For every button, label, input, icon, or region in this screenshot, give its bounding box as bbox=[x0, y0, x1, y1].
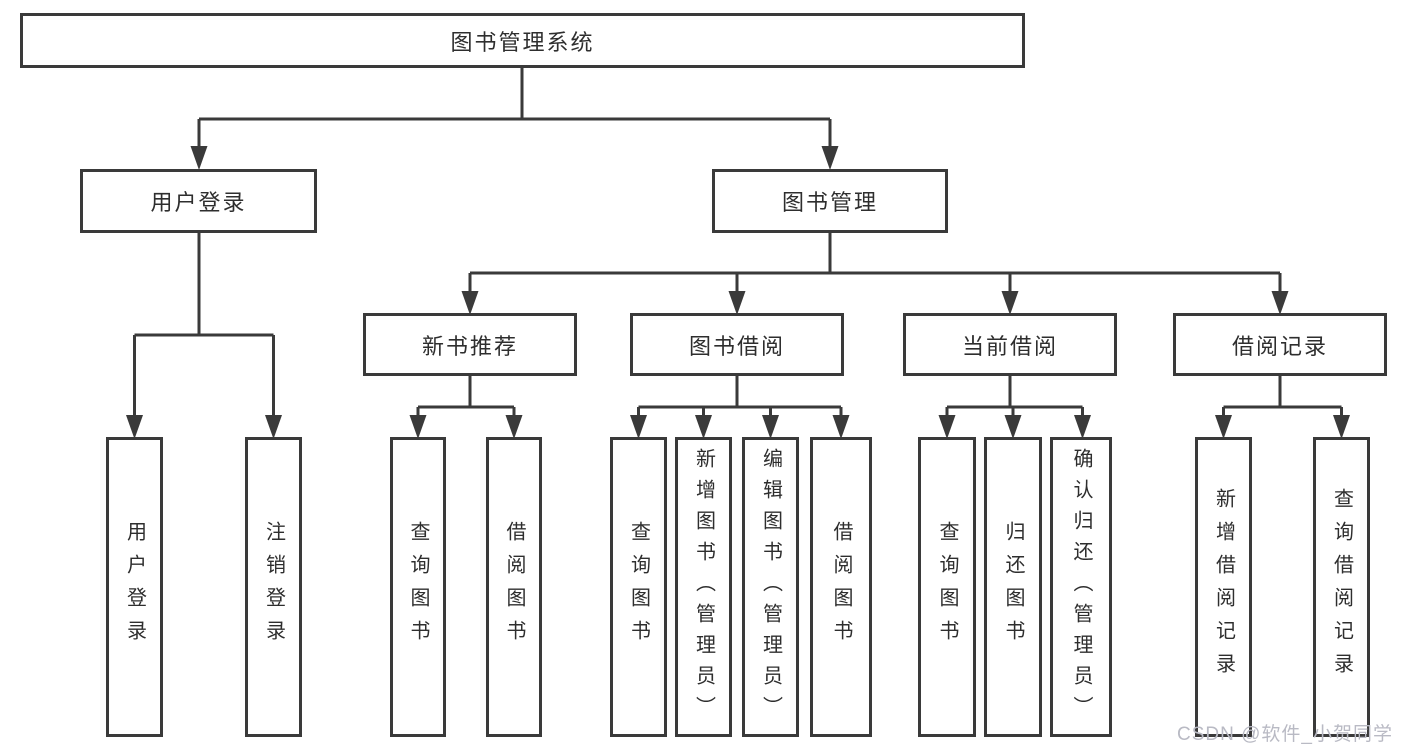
leaf-return-book: 归还图书 bbox=[984, 437, 1042, 737]
csdn-watermark: CSDN @软件_小贺同学 bbox=[1177, 724, 1393, 745]
arrow-down-icon bbox=[832, 415, 850, 439]
arrow-down-icon bbox=[1271, 291, 1289, 315]
node-new-book-rec: 新书推荐 bbox=[363, 313, 577, 376]
node-book-mgmt: 图书管理 bbox=[712, 169, 948, 233]
leaf-edit-book: 编辑图书（管理员） bbox=[742, 437, 799, 737]
arrow-down-icon bbox=[821, 146, 839, 170]
node-user-login: 用户登录 bbox=[80, 169, 317, 233]
leaf-add-borrow-record: 新增借阅记录 bbox=[1195, 437, 1252, 737]
node-current-borrow: 当前借阅 bbox=[903, 313, 1117, 376]
arrow-down-icon bbox=[1215, 415, 1232, 439]
leaf-query-book-rec: 查询图书 bbox=[390, 437, 446, 737]
arrow-down-icon bbox=[461, 291, 479, 315]
arrow-down-icon bbox=[190, 146, 208, 170]
arrow-down-icon bbox=[1001, 291, 1019, 315]
arrow-down-icon bbox=[728, 291, 746, 315]
arrow-down-icon bbox=[505, 415, 523, 439]
arrow-down-icon bbox=[265, 415, 282, 439]
leaf-borrow-book: 借阅图书 bbox=[810, 437, 872, 737]
arrow-down-icon bbox=[409, 415, 427, 439]
arrow-down-icon bbox=[1333, 415, 1350, 439]
leaf-query-book-current: 查询图书 bbox=[918, 437, 976, 737]
leaf-logout: 注销登录 bbox=[245, 437, 302, 737]
node-root: 图书管理系统 bbox=[20, 13, 1025, 68]
arrow-down-icon bbox=[938, 415, 956, 439]
leaf-add-book: 新增图书（管理员） bbox=[675, 437, 732, 737]
arrow-down-icon bbox=[630, 415, 647, 439]
node-book-borrow: 图书借阅 bbox=[630, 313, 844, 376]
arrow-down-icon bbox=[1004, 415, 1022, 439]
node-borrow-records: 借阅记录 bbox=[1173, 313, 1387, 376]
leaf-confirm-return: 确认归还（管理员） bbox=[1050, 437, 1112, 737]
leaf-query-book-borrow: 查询图书 bbox=[610, 437, 667, 737]
arrow-down-icon bbox=[695, 415, 712, 439]
leaf-query-borrow-record: 查询借阅记录 bbox=[1313, 437, 1370, 737]
arrow-down-icon bbox=[1074, 415, 1091, 439]
leaf-borrow-book-rec: 借阅图书 bbox=[486, 437, 542, 737]
leaf-user-login: 用户登录 bbox=[106, 437, 163, 737]
arrow-down-icon bbox=[126, 415, 143, 439]
arrow-down-icon bbox=[762, 415, 779, 439]
